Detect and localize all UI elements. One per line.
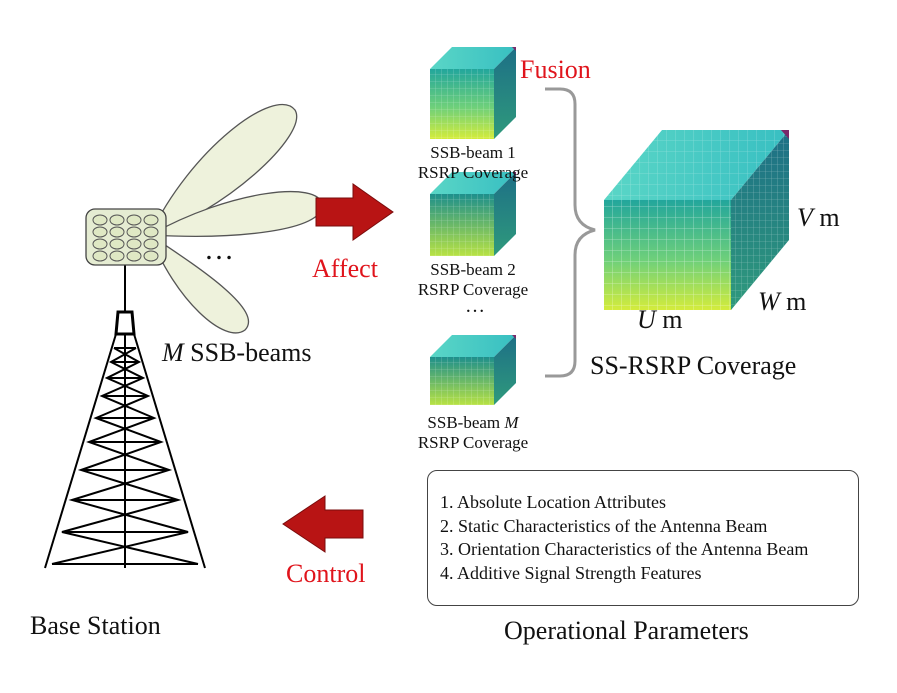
beams-ellipsis: … [204, 233, 234, 266]
operational-parameters-box: 1. Absolute Location Attributes 2. Stati… [427, 470, 859, 606]
coverage-ellipsis: … [465, 295, 485, 317]
affect-label: Affect [312, 254, 378, 283]
operational-parameters-title: Operational Parameters [504, 616, 749, 645]
affect-arrow-icon [315, 183, 394, 241]
beamM-cube-icon [430, 335, 516, 405]
control-arrow-icon [282, 495, 364, 553]
parameter-item: 2. Static Characteristics of the Antenna… [440, 515, 768, 536]
control-label: Control [286, 559, 366, 588]
parameter-item: 1. Absolute Location Attributes [440, 492, 666, 512]
dimension-w-label: W m [758, 287, 807, 316]
parameter-item: 3. Orientation Characteristics of the An… [440, 539, 809, 559]
fusion-label: Fusion [520, 55, 591, 84]
beam1-cube-icon [430, 47, 516, 139]
dimension-u-label: U m [637, 305, 683, 334]
fusion-bracket-icon [545, 87, 596, 378]
ss-rsrp-coverage-title: SS-RSRP Coverage [590, 351, 797, 380]
beam2-cube-icon [430, 172, 516, 256]
dimension-v-label: V m [797, 203, 840, 232]
ssb-beams-label: M SSB-beams [162, 338, 312, 367]
tower-icon [44, 265, 206, 569]
parameter-item: 4. Additive Signal Strength Features [440, 562, 702, 583]
beamM-caption: SSB-beam M RSRP Coverage [417, 413, 529, 452]
ss-rsrp-coverage-cube-icon [604, 130, 789, 310]
base-station-title: Base Station [30, 611, 161, 640]
antenna-beams-icon [85, 104, 323, 334]
beam1-caption: SSB-beam 1 RSRP Coverage [417, 143, 529, 182]
beam2-caption: SSB-beam 2 RSRP Coverage [417, 260, 529, 299]
